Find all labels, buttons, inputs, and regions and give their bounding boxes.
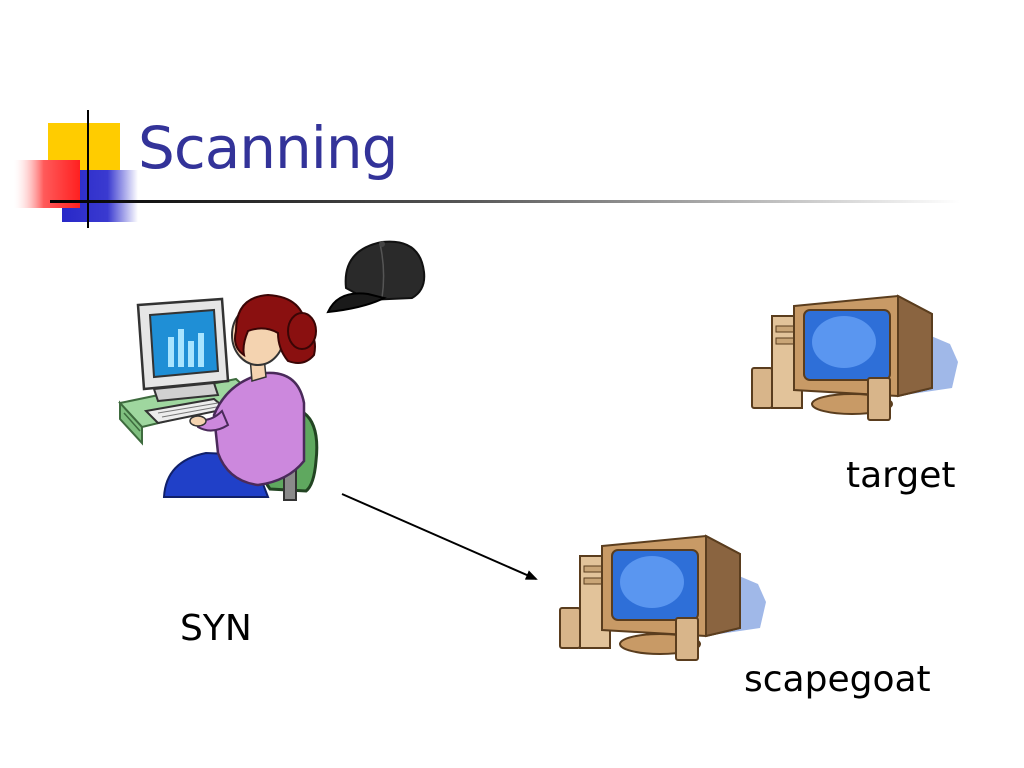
- syn-label: SYN: [180, 608, 252, 649]
- title-rule: [50, 200, 960, 203]
- black-cap-icon: [326, 240, 426, 314]
- title-decoration: [14, 110, 960, 228]
- syn-arrow-line: [341, 493, 538, 580]
- target-computer-icon: [751, 294, 958, 421]
- target-label: target: [846, 455, 956, 496]
- scapegoat-computer-icon: [559, 534, 766, 661]
- person-at-computer-icon: [118, 293, 319, 501]
- slide-title: Scanning: [138, 114, 398, 182]
- scapegoat-label: scapegoat: [744, 659, 931, 700]
